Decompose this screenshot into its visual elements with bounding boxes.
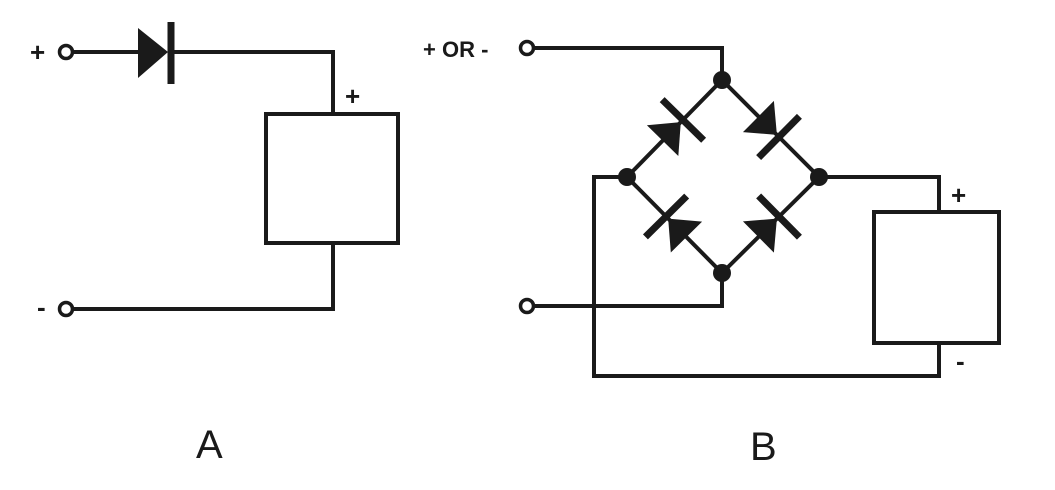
circuit-b-caption: B (750, 425, 777, 469)
circuit-a-load-positive-label: + (345, 81, 360, 111)
circuit-b: + OR - + - B (423, 37, 1001, 469)
circuit-b-load-box (872, 210, 1001, 345)
circuit-b-input-label: + OR - (423, 37, 488, 62)
circuit-b-junction-right (810, 168, 828, 186)
circuit-a-top-wire (70, 50, 335, 116)
circuit-b-top-input-wire (532, 46, 724, 82)
circuit-b-diode-lower-left (642, 193, 703, 253)
circuit-b-bridge-edges (624, 77, 822, 276)
circuit-a-positive-terminal (57, 43, 75, 61)
circuit-b-positive-output-wire (817, 175, 941, 214)
circuit-a-negative-terminal (57, 300, 75, 318)
circuit-b-bottom-terminal (518, 297, 536, 315)
circuit-b-junction-left (618, 168, 636, 186)
circuit-b-junction-bottom (713, 264, 731, 282)
circuit-b-junction-top (713, 71, 731, 89)
circuit-b-load-negative-label: - (956, 346, 965, 376)
circuit-b-top-terminal (518, 39, 536, 57)
circuit-a-negative-label: - (37, 292, 46, 322)
circuit-a-bottom-wire (70, 241, 335, 311)
circuit-b-load-positive-label: + (951, 180, 966, 210)
circuit-b-diode-lower-right (742, 193, 802, 253)
circuit-b-negative-output-wire (592, 175, 941, 378)
circuit-b-diode-upper-left (646, 97, 707, 157)
circuit-a-load-box (264, 112, 400, 245)
circuit-a: + - + A (30, 22, 400, 467)
circuit-a-diode (138, 22, 175, 84)
circuit-a-positive-label: + (30, 37, 45, 67)
circuit-a-caption: A (196, 423, 223, 467)
circuit-b-diode-upper-right (742, 100, 802, 161)
circuit-b-bottom-input-wire (532, 271, 724, 308)
